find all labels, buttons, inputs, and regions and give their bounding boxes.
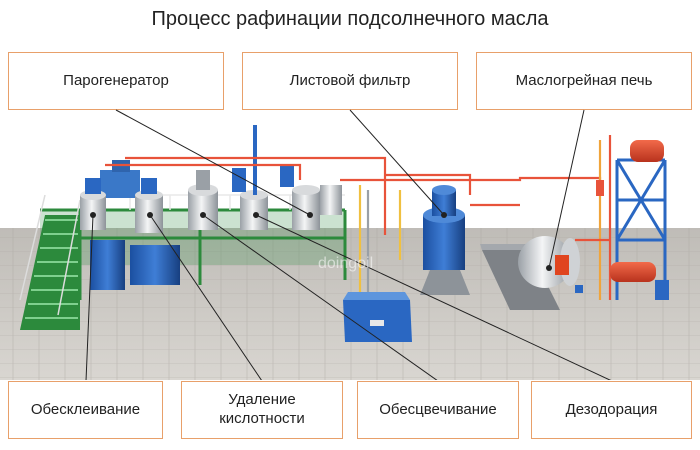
label-deacidification: Удаление кислотности [181,381,343,439]
leaf-filter-unit [420,185,470,295]
label-deodorization: Дезодорация [531,381,692,439]
water-tank [343,292,412,342]
plant-illustration: doingoil [0,0,700,380]
stairs [20,195,80,330]
watermark: doingoil [318,255,373,272]
bleaching-tank [188,170,218,230]
label-bleaching: Обесцвечивание [357,381,519,439]
label-degumming: Обесклеивание [8,381,163,439]
